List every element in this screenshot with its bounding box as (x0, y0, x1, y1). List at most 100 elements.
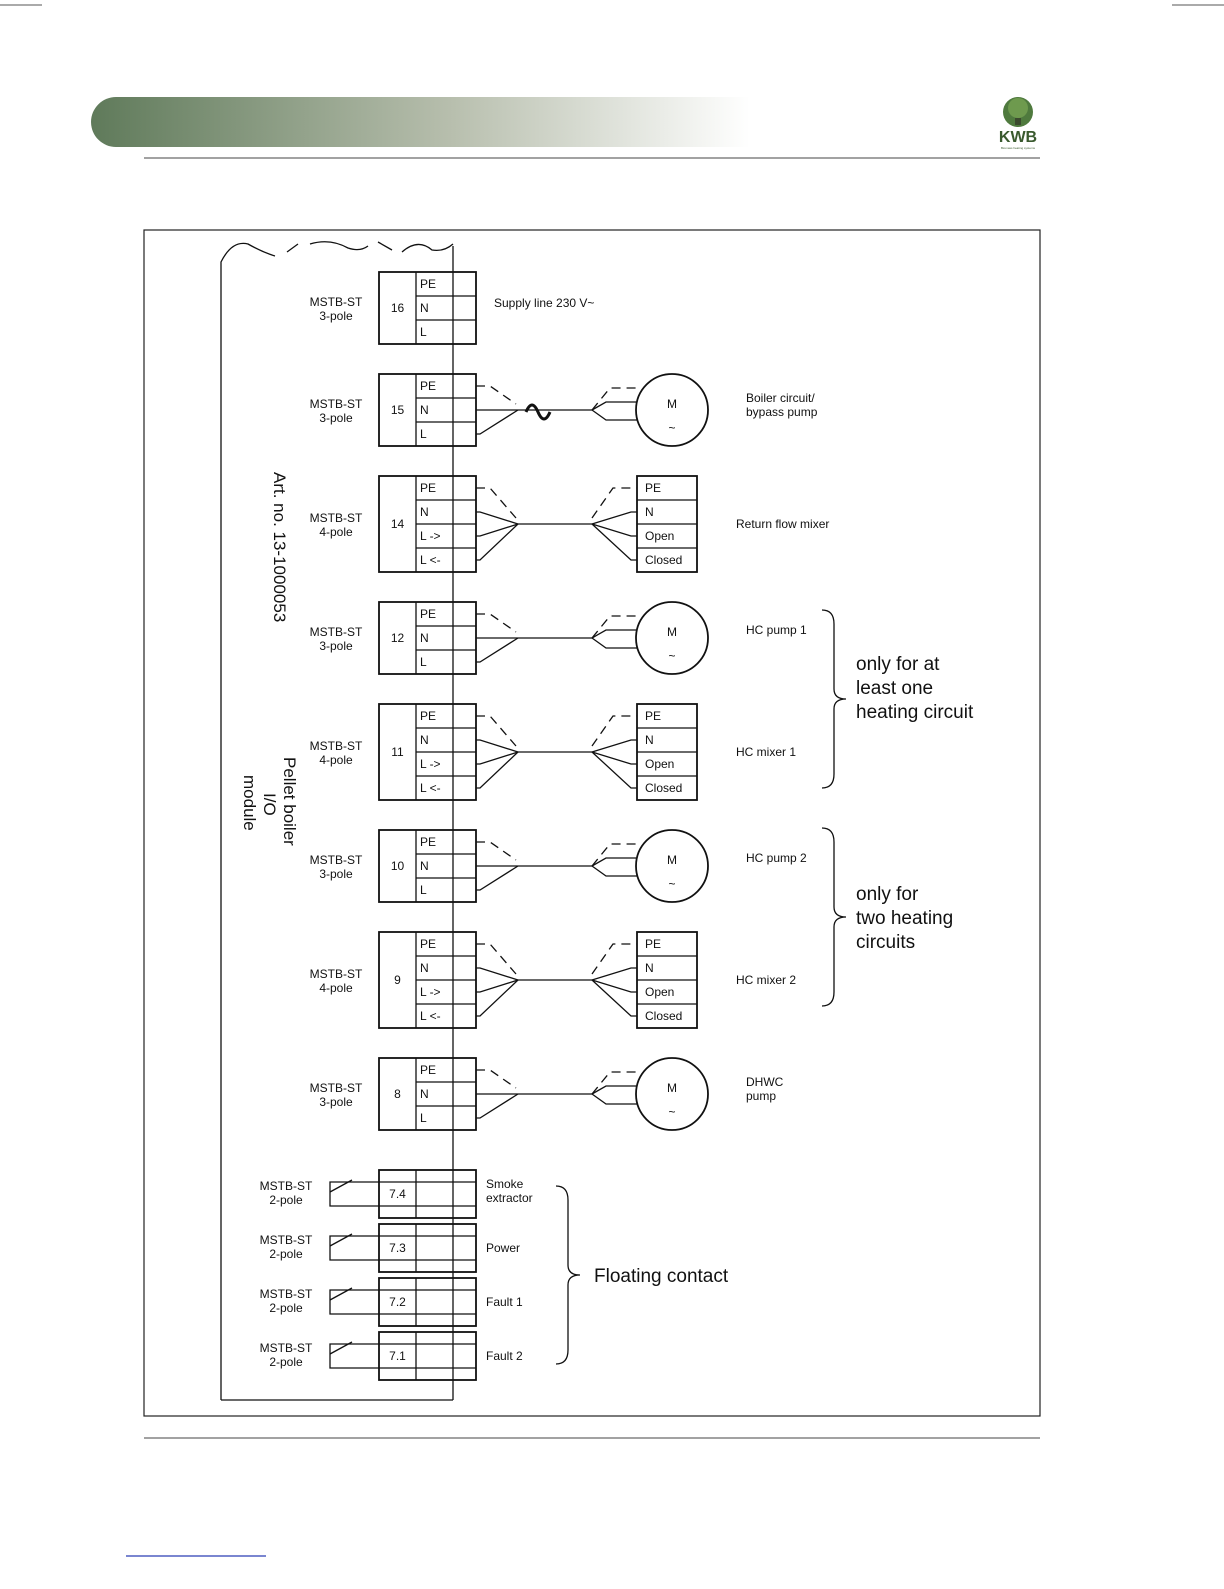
pe-wire-left (476, 715, 517, 747)
contact-block-outline (378, 1223, 477, 1273)
logo-subtext: Biomass heating systems (1001, 146, 1036, 150)
group-label-line: circuits (856, 932, 915, 953)
device-label: HC pump 1 (746, 623, 807, 637)
mixer-pin-label: PE (645, 709, 661, 723)
connector-poles: 4-pole (319, 525, 353, 539)
motor-letter: M (667, 853, 677, 867)
pe-wire-right (591, 487, 637, 519)
pin-label: PE (420, 481, 436, 495)
pin-label: PE (420, 277, 436, 291)
module-name-line-1: Pellet boiler (280, 757, 299, 846)
motor-ac-symbol: ~ (668, 649, 675, 663)
device-label: HC mixer 1 (736, 745, 796, 759)
device-label: Supply line 230 V~ (494, 296, 594, 310)
switch-wire (329, 1343, 379, 1369)
device-label: pump (746, 1089, 776, 1103)
curly-brace (821, 827, 847, 1007)
contact-block-outline (378, 1331, 477, 1381)
wire-left (476, 751, 519, 789)
pin-label: L <- (420, 553, 441, 567)
contact-label: Smoke (486, 1177, 524, 1191)
terminal-number: 15 (391, 403, 405, 417)
wire-right (591, 857, 636, 867)
connector-poles: 2-pole (269, 1247, 303, 1261)
wire-left (476, 511, 519, 525)
connector-type: MSTB-ST (310, 625, 363, 639)
wire-right (591, 523, 637, 561)
pin-label: N (420, 403, 429, 417)
wire-right (591, 1085, 636, 1095)
group-label-line: heating circuit (856, 702, 974, 723)
motor-ac-symbol: ~ (668, 421, 675, 435)
module-outline (220, 241, 454, 1401)
wire-left (476, 979, 519, 993)
pe-wire-left (476, 1069, 517, 1089)
group-3: Floating contact (555, 1185, 729, 1365)
connector-poles: 2-pole (269, 1301, 303, 1315)
pin-label: PE (420, 607, 436, 621)
tree-icon-crown (1008, 98, 1028, 118)
pe-wire-left (476, 385, 517, 405)
connector-poles: 4-pole (319, 981, 353, 995)
wire-left (476, 967, 519, 981)
contact-block-outline (378, 1277, 477, 1327)
cable-break-symbol (524, 403, 552, 421)
contact-number: 7.1 (389, 1349, 406, 1363)
pin-label: N (420, 1087, 429, 1101)
wire-left (476, 865, 519, 891)
connector-poles: 3-pole (319, 411, 353, 425)
mixer-pin-label: Open (645, 757, 674, 771)
pin-label: PE (420, 709, 436, 723)
pin-label: N (420, 301, 429, 315)
pin-label: L (420, 1111, 427, 1125)
group-label-line: Floating contact (594, 1266, 729, 1287)
wire-right (591, 409, 638, 421)
pin-label: L -> (420, 757, 441, 771)
mixer-pin-label: Closed (645, 781, 682, 795)
pin-label: L (420, 427, 427, 441)
tree-icon-trunk (1015, 118, 1021, 125)
contact-number: 7.2 (389, 1295, 406, 1309)
pe-wire-right (591, 615, 640, 639)
connector-poles: 3-pole (319, 867, 353, 881)
switch-wire (329, 1181, 379, 1207)
switch-blade-icon (329, 1233, 353, 1247)
wire-right (591, 751, 637, 765)
wire-right (591, 401, 636, 411)
motor-letter: M (667, 397, 677, 411)
connector-type: MSTB-ST (310, 511, 363, 525)
connector-poles: 2-pole (269, 1355, 303, 1369)
connector-poles: 3-pole (319, 1095, 353, 1109)
pin-label: N (420, 631, 429, 645)
wire-right (591, 979, 637, 1017)
pin-label: L (420, 655, 427, 669)
mixer-pin-label: N (645, 733, 654, 747)
device-label: HC pump 2 (746, 851, 807, 865)
contact-label: Fault 1 (486, 1295, 523, 1309)
device-label: DHWC (746, 1075, 784, 1089)
wire-left (476, 739, 519, 753)
motor-symbol (635, 829, 709, 903)
curly-brace (821, 609, 847, 789)
pin-label: L (420, 883, 427, 897)
wire-right (591, 979, 637, 993)
connector-type: MSTB-ST (260, 1287, 313, 1301)
motor-ac-symbol: ~ (668, 877, 675, 891)
diagram-frame (143, 229, 1041, 1417)
device-label: HC mixer 2 (736, 973, 796, 987)
pin-label: N (420, 505, 429, 519)
pin-label: L <- (420, 781, 441, 795)
wire-left (476, 409, 519, 435)
wire-left (476, 637, 519, 663)
mixer-pin-label: Closed (645, 553, 682, 567)
connector-type: MSTB-ST (310, 739, 363, 753)
pe-wire-right (591, 843, 640, 867)
